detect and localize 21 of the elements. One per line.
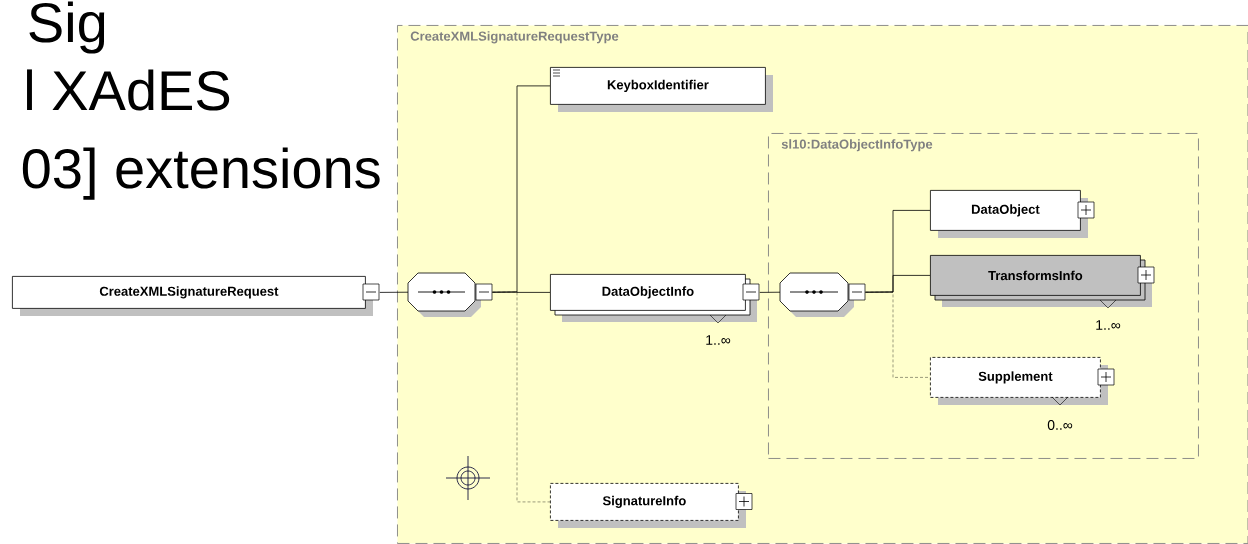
connector-line xyxy=(759,291,781,293)
element-box: CreateXMLSignatureRequest xyxy=(12,276,380,316)
slide-text: Sig xyxy=(29,1,105,54)
element-box: DataObject xyxy=(930,190,1095,238)
element-box: DataObjectInfo xyxy=(550,274,760,324)
element-box: KeyboxIdentifier xyxy=(550,67,773,112)
multiplicity-label: 0..∞ xyxy=(1047,420,1073,430)
element-box: SignatureInfo xyxy=(550,483,753,528)
multiplicity-label: 1..∞ xyxy=(1096,320,1121,330)
connector-line xyxy=(865,291,931,378)
element-box: Supplement xyxy=(930,357,1115,406)
connector-line xyxy=(492,291,551,503)
slide-text: l XAdES xyxy=(27,69,230,111)
connector-line xyxy=(865,275,931,293)
multiplicity-label: 1..∞ xyxy=(706,335,731,345)
sequence-compositor xyxy=(407,272,493,317)
sequence-compositor xyxy=(779,272,866,317)
connector-line xyxy=(492,291,551,293)
element-box: TransformsInfo xyxy=(930,255,1155,309)
slide-text: 03] extensions xyxy=(22,147,380,200)
connector-line xyxy=(379,291,409,293)
